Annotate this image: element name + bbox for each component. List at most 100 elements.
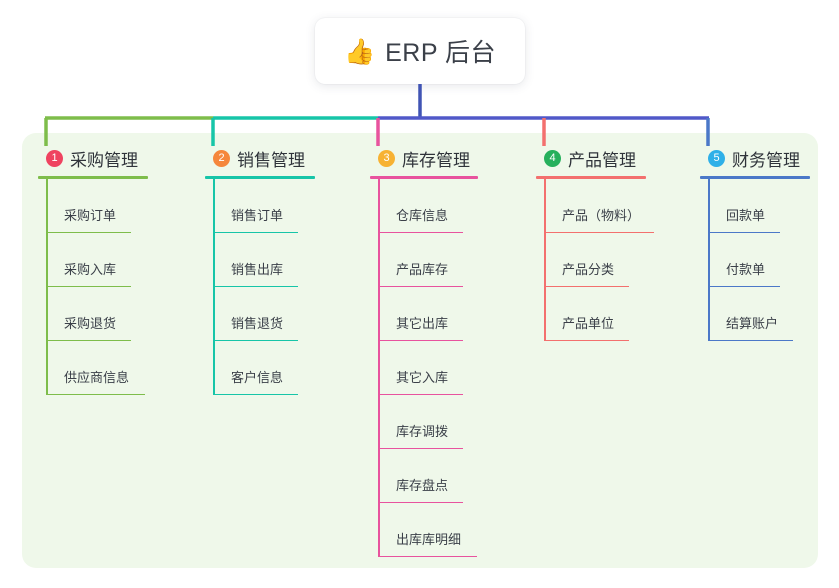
list-item[interactable]: 供应商信息 — [38, 341, 148, 395]
list-item-label: 其它出库 — [396, 316, 449, 331]
list-item[interactable]: 产品单位 — [536, 287, 646, 341]
column-header-2[interactable]: 2 销售管理 — [205, 146, 315, 170]
column-badge-1: 1 — [46, 149, 63, 167]
list-item[interactable]: 采购订单 — [38, 179, 148, 233]
list-item[interactable]: 库存调拨 — [370, 395, 480, 449]
list-item-label: 销售出库 — [231, 262, 284, 277]
list-item-label: 产品单位 — [562, 316, 615, 331]
list-item[interactable]: 其它入库 — [370, 341, 480, 395]
list-item[interactable]: 采购入库 — [38, 233, 148, 287]
list-item-underline — [378, 555, 477, 557]
list-item-underline — [708, 231, 780, 233]
list-item[interactable]: 产品分类 — [536, 233, 646, 287]
list-item-label: 客户信息 — [231, 370, 284, 385]
list-item[interactable]: 产品库存 — [370, 233, 480, 287]
column-badge-3: 3 — [378, 149, 395, 167]
column-header-3[interactable]: 3 库存管理 — [370, 146, 480, 170]
list-item-underline — [544, 339, 629, 341]
column-title: 销售管理 — [237, 150, 305, 170]
root-node[interactable]: 👍 ERP 后台 — [315, 18, 525, 84]
list-item[interactable]: 出库库明细 — [370, 503, 480, 557]
list-item-underline — [708, 285, 780, 287]
list-item[interactable]: 库存盘点 — [370, 449, 480, 503]
column-header-5[interactable]: 5 财务管理 — [700, 146, 810, 170]
column-badge-2: 2 — [213, 149, 230, 167]
column-header-underline — [205, 176, 315, 179]
list-item-underline — [544, 285, 629, 287]
list-item-label: 产品（物料） — [562, 208, 641, 223]
list-item-underline — [378, 231, 463, 233]
list-item-label: 采购订单 — [64, 208, 117, 223]
root-node-title: ERP 后台 — [385, 39, 497, 67]
column-spine — [544, 179, 546, 341]
list-item[interactable]: 采购退货 — [38, 287, 148, 341]
column-header-underline — [370, 176, 478, 179]
list-item-underline — [378, 339, 463, 341]
list-item[interactable]: 付款单 — [700, 233, 810, 287]
column-spine — [378, 179, 380, 557]
column-items: 仓库信息产品库存其它出库其它入库库存调拨库存盘点出库库明细 — [370, 179, 480, 557]
column-spine — [213, 179, 215, 395]
list-item-label: 采购入库 — [64, 262, 117, 277]
list-item-underline — [213, 339, 298, 341]
column-items: 回款单付款单结算账户 — [700, 179, 810, 341]
list-item[interactable]: 产品（物料） — [536, 179, 654, 233]
column-spine — [708, 179, 710, 341]
column-items: 产品（物料） 产品分类产品单位 — [536, 179, 654, 341]
list-item-label: 销售退货 — [231, 316, 284, 331]
list-item-underline — [213, 231, 298, 233]
list-item-underline — [378, 501, 463, 503]
list-item-label: 出库库明细 — [396, 532, 462, 547]
list-item-underline — [46, 231, 131, 233]
column-spine — [46, 179, 48, 395]
column-title: 库存管理 — [402, 150, 470, 170]
column-header-underline — [700, 176, 810, 179]
column-3: 3 库存管理仓库信息产品库存其它出库其它入库库存调拨库存盘点出库库明细 — [370, 146, 480, 557]
list-item-label: 回款单 — [726, 208, 766, 223]
list-item-underline — [46, 339, 131, 341]
column-2: 2 销售管理销售订单销售出库销售退货客户信息 — [205, 146, 315, 395]
column-items: 采购订单采购入库采购退货供应商信息 — [38, 179, 148, 395]
list-item-label: 付款单 — [726, 262, 766, 277]
list-item-label: 采购退货 — [64, 316, 117, 331]
list-item[interactable]: 回款单 — [700, 179, 810, 233]
column-title: 采购管理 — [70, 150, 138, 170]
list-item-underline — [213, 393, 298, 395]
list-item-underline — [46, 393, 145, 395]
list-item[interactable]: 销售订单 — [205, 179, 315, 233]
list-item-label: 仓库信息 — [396, 208, 449, 223]
column-header-1[interactable]: 1 采购管理 — [38, 146, 148, 170]
list-item-underline — [378, 447, 463, 449]
list-item[interactable]: 结算账户 — [700, 287, 810, 341]
list-item[interactable]: 其它出库 — [370, 287, 480, 341]
diagram-panel — [22, 133, 818, 568]
list-item-underline — [544, 231, 654, 233]
column-badge-4: 4 — [544, 149, 561, 167]
list-item-underline — [213, 285, 298, 287]
column-1: 1 采购管理采购订单采购入库采购退货供应商信息 — [38, 146, 148, 395]
list-item[interactable]: 销售出库 — [205, 233, 315, 287]
list-item-underline — [378, 285, 463, 287]
column-badge-5: 5 — [708, 149, 725, 167]
list-item-label: 库存调拨 — [396, 424, 449, 439]
list-item-label: 产品库存 — [396, 262, 449, 277]
list-item-underline — [708, 339, 793, 341]
list-item-label: 产品分类 — [562, 262, 615, 277]
list-item-label: 供应商信息 — [64, 370, 130, 385]
column-4: 4 产品管理产品（物料） 产品分类产品单位 — [536, 146, 654, 341]
list-item-label: 其它入库 — [396, 370, 449, 385]
column-title: 产品管理 — [568, 150, 636, 170]
list-item-underline — [46, 285, 131, 287]
column-header-underline — [536, 176, 646, 179]
list-item-label: 库存盘点 — [396, 478, 449, 493]
list-item[interactable]: 仓库信息 — [370, 179, 480, 233]
list-item-label: 结算账户 — [726, 316, 779, 331]
list-item[interactable]: 客户信息 — [205, 341, 315, 395]
column-header-4[interactable]: 4 产品管理 — [536, 146, 646, 170]
column-title: 财务管理 — [732, 150, 800, 170]
column-5: 5 财务管理回款单付款单结算账户 — [700, 146, 810, 341]
list-item-underline — [378, 393, 463, 395]
thumbs-up-icon: 👍 — [343, 37, 376, 66]
list-item[interactable]: 销售退货 — [205, 287, 315, 341]
